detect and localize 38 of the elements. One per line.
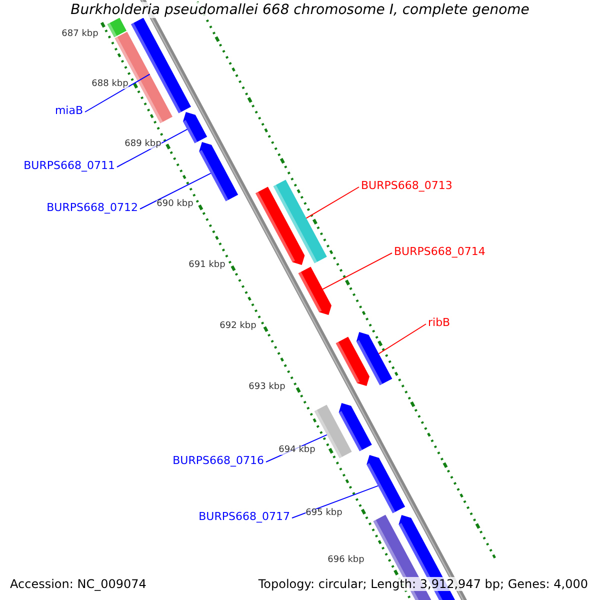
gene-label: miaB bbox=[54, 105, 83, 116]
gene-feature bbox=[366, 455, 406, 514]
scale-label: 693 kbp bbox=[248, 383, 286, 392]
gene-feature bbox=[336, 336, 370, 386]
gene-label: ribB bbox=[428, 317, 450, 328]
gene-feature bbox=[314, 404, 352, 458]
gene-feature bbox=[273, 180, 327, 264]
scale-label: 696 kbp bbox=[328, 556, 364, 565]
scale-label: 688 kbp bbox=[92, 80, 128, 89]
scale-label: 691 kbp bbox=[188, 261, 226, 270]
scale-label: 694 kbp bbox=[278, 446, 316, 455]
gene-label: BURPS668_0712 bbox=[46, 202, 138, 213]
scale-label: 695 kbp bbox=[306, 509, 342, 518]
gene-feature bbox=[114, 32, 172, 124]
gene-label: BURPS668_0714 bbox=[394, 246, 486, 257]
leader-line bbox=[322, 252, 392, 290]
scale-label: 689 kbp bbox=[124, 140, 162, 149]
gene-feature bbox=[256, 186, 305, 265]
gene-label: BURPS668_0716 bbox=[172, 455, 264, 466]
gene-feature bbox=[356, 332, 392, 386]
gene-feature bbox=[131, 18, 191, 114]
leader-line bbox=[84, 74, 150, 112]
accession-text: Accession: NC_009074 bbox=[8, 577, 148, 591]
scale-label: 690 kbp bbox=[156, 200, 194, 209]
scale-label: 692 kbp bbox=[220, 322, 256, 331]
gene-feature bbox=[199, 142, 238, 202]
gene-feature bbox=[298, 266, 332, 315]
gene-feature bbox=[107, 18, 126, 38]
gene-feature bbox=[183, 112, 208, 144]
genome-info-text: Topology: circular; Length: 3,912,947 bp; Genes: 4,000 bbox=[256, 577, 590, 591]
leader-line bbox=[378, 324, 426, 354]
gene-feature bbox=[338, 403, 372, 452]
gene-label: BURPS668_0713 bbox=[361, 180, 452, 191]
leader-line bbox=[292, 485, 379, 518]
gene-label: BURPS668_0711 bbox=[24, 160, 115, 171]
gene-label: BURPS668_0717 bbox=[198, 511, 290, 522]
leader-line bbox=[140, 172, 212, 210]
scale-label: 687 kbp bbox=[62, 30, 98, 39]
